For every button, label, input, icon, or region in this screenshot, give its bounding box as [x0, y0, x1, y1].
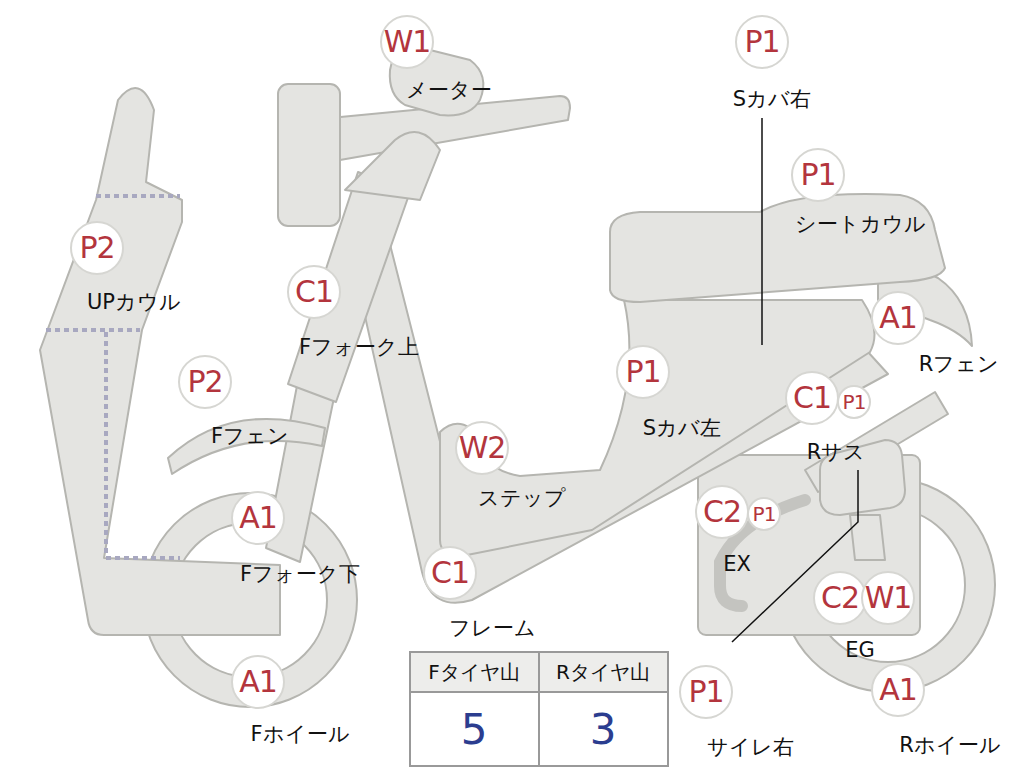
callout-circle: C1フレーム [423, 546, 477, 600]
part-name: Rフェン [919, 354, 1000, 375]
callout-code: A1 [239, 503, 277, 533]
callout-code: W1 [384, 27, 431, 57]
part-name: Fフォーク下 [240, 564, 360, 585]
callout-circle: A1Fフォーク下 [231, 491, 285, 545]
callout-code: C1 [431, 558, 469, 588]
callout-code: P1 [744, 27, 779, 57]
part-name: Rホイール [899, 735, 1001, 756]
part-name: UPカウル [87, 292, 181, 313]
part-name: サイレ右 [707, 737, 794, 758]
callout-code: P1 [688, 677, 723, 707]
part-name: Fホイール [250, 724, 349, 745]
callout-circle: P2UPカウル [70, 221, 124, 275]
part-name: EG [845, 640, 875, 661]
callout-circle: W1メーター [380, 15, 434, 69]
table-header: Rタイヤ山 [556, 662, 650, 682]
table-value: 3 [590, 709, 617, 751]
part-name: メーター [406, 80, 492, 101]
table-value: 5 [461, 709, 488, 751]
leg-shield [40, 88, 280, 635]
callout-code: P1 [753, 504, 776, 524]
callout-code: P1 [625, 357, 660, 387]
callout-circle: P1Sカバ右 [735, 15, 789, 69]
callout-code: W1 [865, 583, 912, 613]
callout-circle: A1Rフェン [871, 291, 925, 345]
part-name: ステップ [478, 488, 566, 509]
callout-code: C2 [821, 583, 859, 613]
part-name: フレーム [449, 618, 536, 639]
front-fender [168, 419, 325, 474]
callout-circle: P1シートカウル [791, 148, 845, 202]
callout-code: C1 [295, 277, 333, 307]
callout-circle: P2Fフェン [178, 355, 232, 409]
callout-code: W2 [459, 433, 506, 463]
part-name: Sカバ左 [643, 418, 721, 439]
callout-code: P2 [79, 233, 114, 263]
callout-code: C2 [703, 497, 741, 527]
callout-code: P1 [843, 392, 866, 412]
handle-grip [278, 84, 340, 226]
callout-circle: W2ステップ [455, 421, 509, 475]
callout-code: A1 [239, 667, 277, 697]
callout-code: P2 [187, 367, 222, 397]
part-name: EX [723, 554, 751, 575]
callout-circle: C2EX [695, 485, 749, 539]
part-name: Fフェン [211, 426, 289, 447]
callout-circle: P1Sカバ左 [616, 345, 670, 399]
callout-circle: W1 [861, 571, 915, 625]
callout-circle: C2EG [813, 571, 867, 625]
callout-circle: C1Fフォーク上 [287, 265, 341, 319]
part-name: Sカバ右 [733, 89, 811, 110]
callout-circle: P1 [747, 497, 781, 531]
callout-code: A1 [879, 675, 917, 705]
step-side-cover [440, 300, 875, 556]
callout-code: A1 [879, 303, 917, 333]
leader-line [761, 118, 763, 345]
callout-circle: P1 [837, 385, 871, 419]
seat [610, 194, 945, 302]
callout-circle: C1Rサス [785, 371, 839, 425]
part-name: シートカウル [795, 214, 926, 235]
callout-code: P1 [800, 160, 835, 190]
callout-circle: A1Fホイール [231, 655, 285, 709]
tire-table [410, 652, 668, 766]
part-name: Rサス [807, 442, 866, 463]
callout-code: C1 [793, 383, 831, 413]
callout-circle: A1Rホイール [871, 663, 925, 717]
callout-circle: P1サイレ右 [679, 665, 733, 719]
part-name: Fフォーク上 [299, 337, 419, 358]
table-header: Fタイヤ山 [428, 662, 520, 682]
